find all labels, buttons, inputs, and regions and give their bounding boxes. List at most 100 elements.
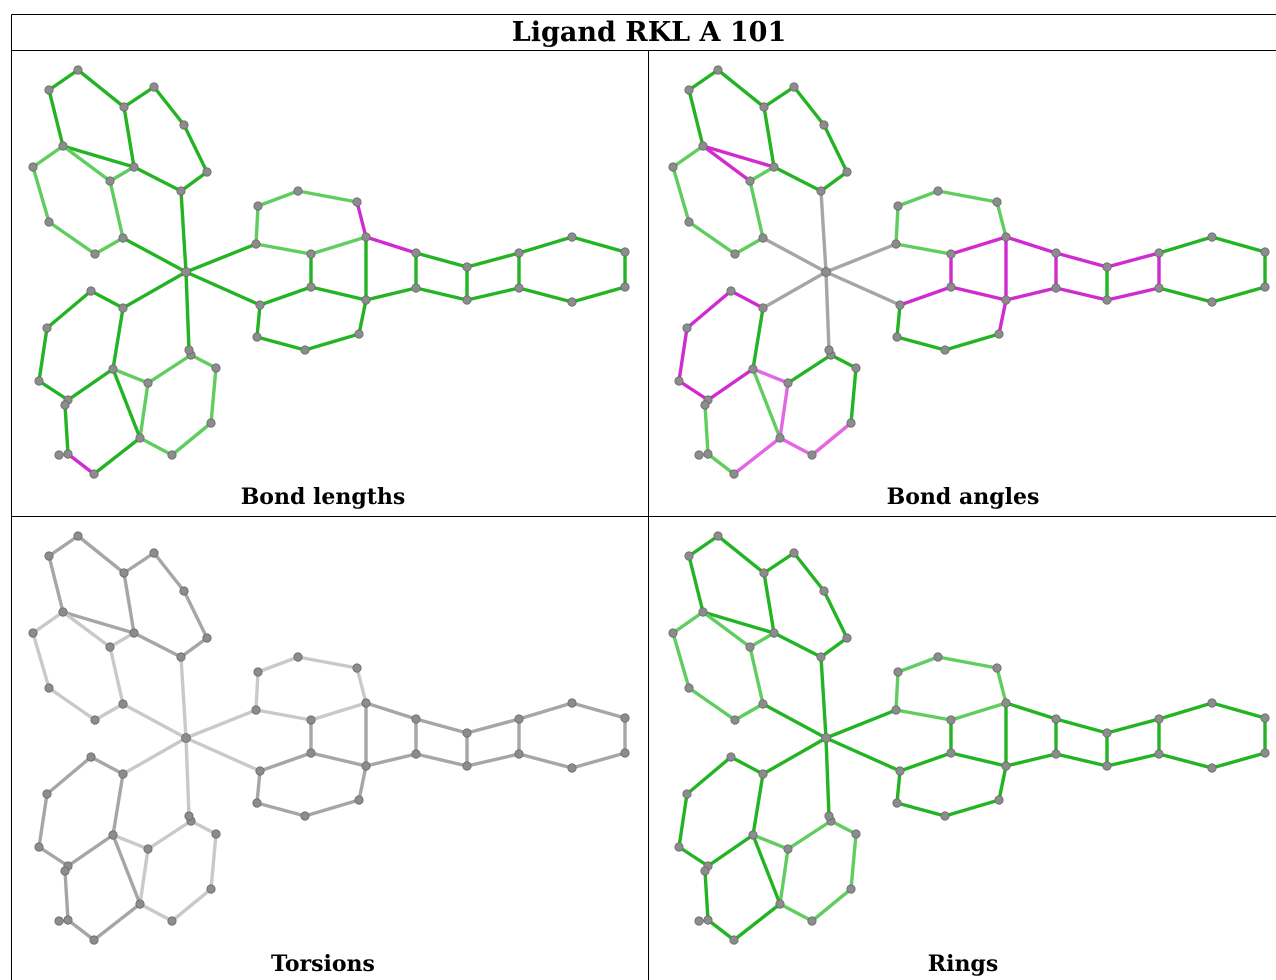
atom-c9 bbox=[851, 829, 861, 839]
bond-c8-c9 bbox=[189, 819, 218, 836]
bond-b16-b13 bbox=[1054, 752, 1109, 768]
bond-a5-a6 bbox=[822, 123, 849, 174]
atom-c11 bbox=[807, 916, 817, 926]
atom-c3 bbox=[682, 323, 692, 333]
bond-a3-a4 bbox=[122, 551, 156, 575]
atom-c12 bbox=[135, 433, 145, 443]
bond-a11-a12 bbox=[671, 631, 691, 690]
atom-c2 bbox=[726, 752, 736, 762]
bond-b15-b18 bbox=[1105, 251, 1161, 269]
atom-a1 bbox=[44, 85, 54, 95]
atom-c9 bbox=[851, 363, 861, 373]
atom-M bbox=[821, 733, 831, 743]
bond-a3-a4 bbox=[762, 85, 796, 109]
bond-a3-a8 bbox=[762, 105, 776, 169]
atom-b6 bbox=[306, 715, 316, 725]
atom-c14 bbox=[54, 450, 64, 460]
bond-M-a14 bbox=[761, 702, 828, 740]
bond-b10-b11 bbox=[303, 798, 361, 818]
bond-c3-c4 bbox=[37, 326, 49, 383]
atom-b22 bbox=[1207, 763, 1217, 773]
bond-b11-b12 bbox=[997, 764, 1008, 802]
table-grid bbox=[11, 14, 1276, 980]
bond-b17-b16 bbox=[1105, 286, 1161, 302]
bond-b1-b2 bbox=[254, 670, 260, 712]
bond-b12-b7 bbox=[309, 285, 368, 302]
bond-b11-b12 bbox=[357, 764, 368, 802]
atom-c4 bbox=[34, 842, 44, 852]
bond-c9-c10 bbox=[209, 832, 218, 891]
atom-b21 bbox=[1260, 748, 1270, 758]
bond-c12-c6 bbox=[751, 833, 782, 906]
atom-b9 bbox=[892, 798, 902, 808]
table-title: Ligand RKL A 101 bbox=[512, 17, 787, 48]
atom-a6 bbox=[842, 167, 852, 177]
atom-b3 bbox=[933, 186, 943, 196]
atom-b9 bbox=[252, 798, 262, 808]
atom-a3 bbox=[119, 568, 129, 578]
bond-c12-c7 bbox=[138, 847, 150, 906]
bond-a3-a8 bbox=[122, 571, 136, 635]
bond-M-c17 bbox=[184, 736, 191, 818]
bond-c4-c5 bbox=[677, 845, 710, 868]
bond-b1-b2 bbox=[254, 204, 260, 246]
atom-b6 bbox=[306, 249, 316, 259]
bond-c15-c12 bbox=[92, 436, 142, 476]
bond-a8-a10 bbox=[701, 144, 776, 169]
bond-c13-c15 bbox=[66, 918, 96, 942]
atom-a5 bbox=[179, 120, 189, 130]
atom-a4 bbox=[149, 82, 159, 92]
bond-c13-c15 bbox=[66, 452, 96, 476]
atom-a12 bbox=[684, 683, 694, 693]
bond-b2-b3 bbox=[256, 655, 300, 674]
bond-b3-b4 bbox=[936, 189, 999, 204]
bond-c16-c13 bbox=[63, 403, 70, 456]
atom-c3 bbox=[42, 789, 52, 799]
atom-c6 bbox=[748, 364, 758, 374]
bond-c13-c15 bbox=[706, 918, 736, 942]
atom-b13 bbox=[1051, 749, 1061, 759]
atom-b17 bbox=[1154, 749, 1164, 759]
atom-c1 bbox=[118, 769, 128, 779]
bond-c12-c7 bbox=[778, 381, 790, 440]
atom-a2 bbox=[73, 65, 83, 75]
panel-bond-angles: Bond angles bbox=[668, 65, 1270, 510]
atom-b19 bbox=[1207, 232, 1217, 242]
atom-b10 bbox=[940, 345, 950, 355]
panel-torsions: Torsions bbox=[28, 531, 630, 977]
bond-b13-b12 bbox=[1004, 752, 1058, 768]
bond-b8-b9 bbox=[895, 769, 902, 805]
bond-c1-c2 bbox=[729, 289, 765, 310]
bond-a4-a5 bbox=[792, 551, 826, 593]
atom-a11 bbox=[668, 628, 678, 638]
bond-b21-b22 bbox=[570, 285, 627, 304]
atom-M bbox=[821, 267, 831, 277]
atom-b4 bbox=[992, 663, 1002, 673]
bond-c15-c12 bbox=[92, 902, 142, 942]
atom-b10 bbox=[300, 345, 310, 355]
bond-b3-b4 bbox=[296, 655, 359, 670]
bond-M-b8 bbox=[184, 736, 262, 773]
atom-b7 bbox=[946, 282, 956, 292]
atom-b7 bbox=[306, 282, 316, 292]
bond-c2-c3 bbox=[45, 755, 93, 796]
bond-M-c1 bbox=[761, 736, 828, 776]
rings-bonds bbox=[671, 534, 1267, 942]
atom-a5 bbox=[819, 120, 829, 130]
bond-a1-a2 bbox=[47, 534, 80, 558]
atom-b20 bbox=[1260, 247, 1270, 257]
atom-b1 bbox=[251, 239, 261, 249]
bond-c12-c6 bbox=[111, 367, 142, 440]
bond-c6-c1 bbox=[111, 772, 125, 837]
atom-b2 bbox=[253, 667, 263, 677]
atom-M bbox=[181, 733, 191, 743]
bond-b7-b8 bbox=[898, 751, 953, 773]
bond-M-a14 bbox=[121, 236, 188, 274]
bond-b21-b22 bbox=[570, 751, 627, 770]
bond-b5-b6 bbox=[949, 235, 1008, 256]
atom-a14 bbox=[118, 699, 128, 709]
bond-angles-atoms bbox=[668, 65, 1270, 479]
bond-b4-b5 bbox=[995, 666, 1008, 705]
ligand-validation-table: Ligand RKL A 101 Bond lengths Bond angle… bbox=[11, 14, 1276, 980]
bond-b3-b4 bbox=[936, 655, 999, 670]
